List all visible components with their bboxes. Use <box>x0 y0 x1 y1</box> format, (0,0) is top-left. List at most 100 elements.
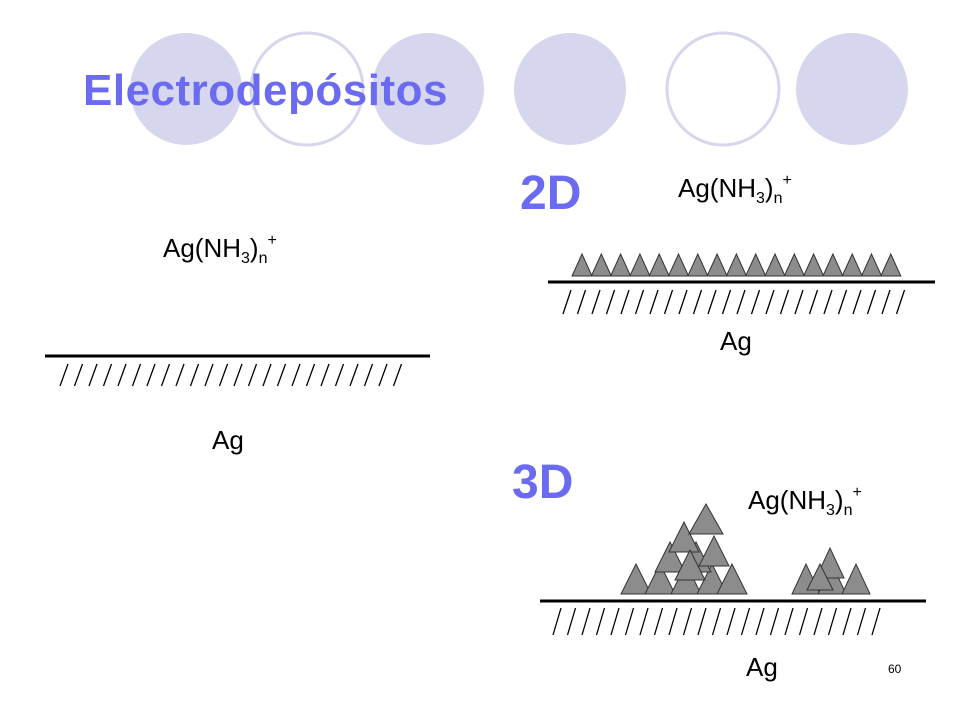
hatch-line <box>827 607 838 636</box>
hatch-line <box>721 289 732 315</box>
deposit-triangle <box>841 562 871 595</box>
left-electrode-hatching <box>59 363 403 387</box>
deposit-triangle <box>860 252 883 277</box>
electrode-2d-hatching <box>562 289 906 315</box>
hatch-line <box>334 363 345 387</box>
hatch-line <box>856 607 867 636</box>
hatch-line <box>852 289 862 315</box>
hatch-line <box>639 607 649 636</box>
hatch-line <box>842 607 852 636</box>
deposit-triangle <box>629 252 651 277</box>
deposit-triangle <box>644 562 676 595</box>
metal-2d-label: Ag <box>720 326 752 356</box>
hatch-line <box>88 363 98 387</box>
circle-outline-1 <box>249 31 365 147</box>
electrode-2d <box>548 252 935 315</box>
species-3d-formula: Ag(NH3)n+ <box>748 484 862 519</box>
hatch-line <box>678 289 688 315</box>
hatch-line <box>175 363 185 387</box>
deposit-triangle <box>668 520 700 553</box>
hatch-line <box>566 607 577 636</box>
hatch-line <box>707 289 717 315</box>
circle-filled-3 <box>514 33 626 145</box>
deposit-triangle <box>725 252 748 277</box>
hatch-line <box>682 607 693 636</box>
hatch-line <box>837 289 848 315</box>
hatch-line <box>218 363 229 387</box>
header-circles <box>130 31 908 147</box>
hatch-line <box>117 363 127 387</box>
hatch-line <box>871 607 881 636</box>
metal-3d-label: Ag <box>746 652 778 682</box>
hatch-line <box>595 607 606 636</box>
hatch-line <box>320 363 330 387</box>
circle-filled-4 <box>796 33 908 145</box>
hatch-line <box>146 363 156 387</box>
deposit-triangle <box>688 502 724 535</box>
deposit-triangle <box>609 252 632 277</box>
slide-number: 60 <box>888 662 902 676</box>
hatch-line <box>233 363 243 387</box>
hatch-line <box>247 363 258 387</box>
deposit-triangle <box>571 252 593 277</box>
species-2d-formula: Ag(NH3)n+ <box>678 172 792 207</box>
deposit-triangle <box>698 534 730 567</box>
deposit-triangle <box>687 252 709 277</box>
hatch-line <box>808 289 819 315</box>
slide-title: Electrodepósitos <box>83 66 448 115</box>
hatch-line <box>750 289 761 315</box>
hatch-line <box>823 289 833 315</box>
hatch-line <box>552 607 562 636</box>
hatch-line <box>779 289 790 315</box>
hatch-line <box>692 289 703 315</box>
hatch-line <box>276 363 287 387</box>
hatch-line <box>784 607 794 636</box>
hatch-line <box>102 363 113 387</box>
circle-filled-2 <box>372 33 484 145</box>
hatch-line <box>697 607 707 636</box>
hatch-line <box>562 289 572 315</box>
deposit-triangle <box>667 252 690 277</box>
deposit-3d-clusters <box>620 502 871 595</box>
deposit-triangle <box>716 562 748 595</box>
deposit-2d-layer <box>571 252 902 277</box>
deposit-triangle <box>802 252 825 277</box>
hatch-line <box>653 607 664 636</box>
hatch-line <box>378 363 388 387</box>
label-2d: 2D <box>520 167 582 220</box>
hatch-line <box>895 289 906 315</box>
hatch-line <box>591 289 601 315</box>
label-3d: 3D <box>512 456 574 509</box>
hatch-line <box>711 607 722 636</box>
hatch-line <box>755 607 765 636</box>
deposit-triangle <box>654 540 686 573</box>
hatch-line <box>620 289 630 315</box>
hatch-line <box>794 289 804 315</box>
hatch-line <box>663 289 674 315</box>
hatch-line <box>881 289 891 315</box>
deposit-triangle <box>648 252 670 277</box>
hatch-line <box>392 363 403 387</box>
hatch-line <box>59 363 69 387</box>
hatch-line <box>605 289 616 315</box>
hatch-line <box>866 289 877 315</box>
hatch-line <box>634 289 645 315</box>
hatch-line <box>305 363 316 387</box>
hatch-line <box>624 607 635 636</box>
deposit-triangle <box>822 252 844 277</box>
hatch-line <box>262 363 272 387</box>
hatch-line <box>649 289 659 315</box>
deposit-triangle <box>674 548 706 581</box>
deposit-triangle <box>806 562 834 591</box>
left-species-formula: Ag(NH3)n+ <box>163 232 277 267</box>
deposit-triangle <box>706 252 728 277</box>
deposit-triangle <box>590 252 613 277</box>
electrode-3d-hatching <box>552 607 881 636</box>
hatch-line <box>798 607 809 636</box>
deposit-triangle <box>744 252 767 277</box>
hatch-line <box>813 607 823 636</box>
hatch-line <box>291 363 301 387</box>
circle-filled-1 <box>130 33 242 145</box>
hatch-line <box>204 363 214 387</box>
hatch-line <box>726 607 736 636</box>
